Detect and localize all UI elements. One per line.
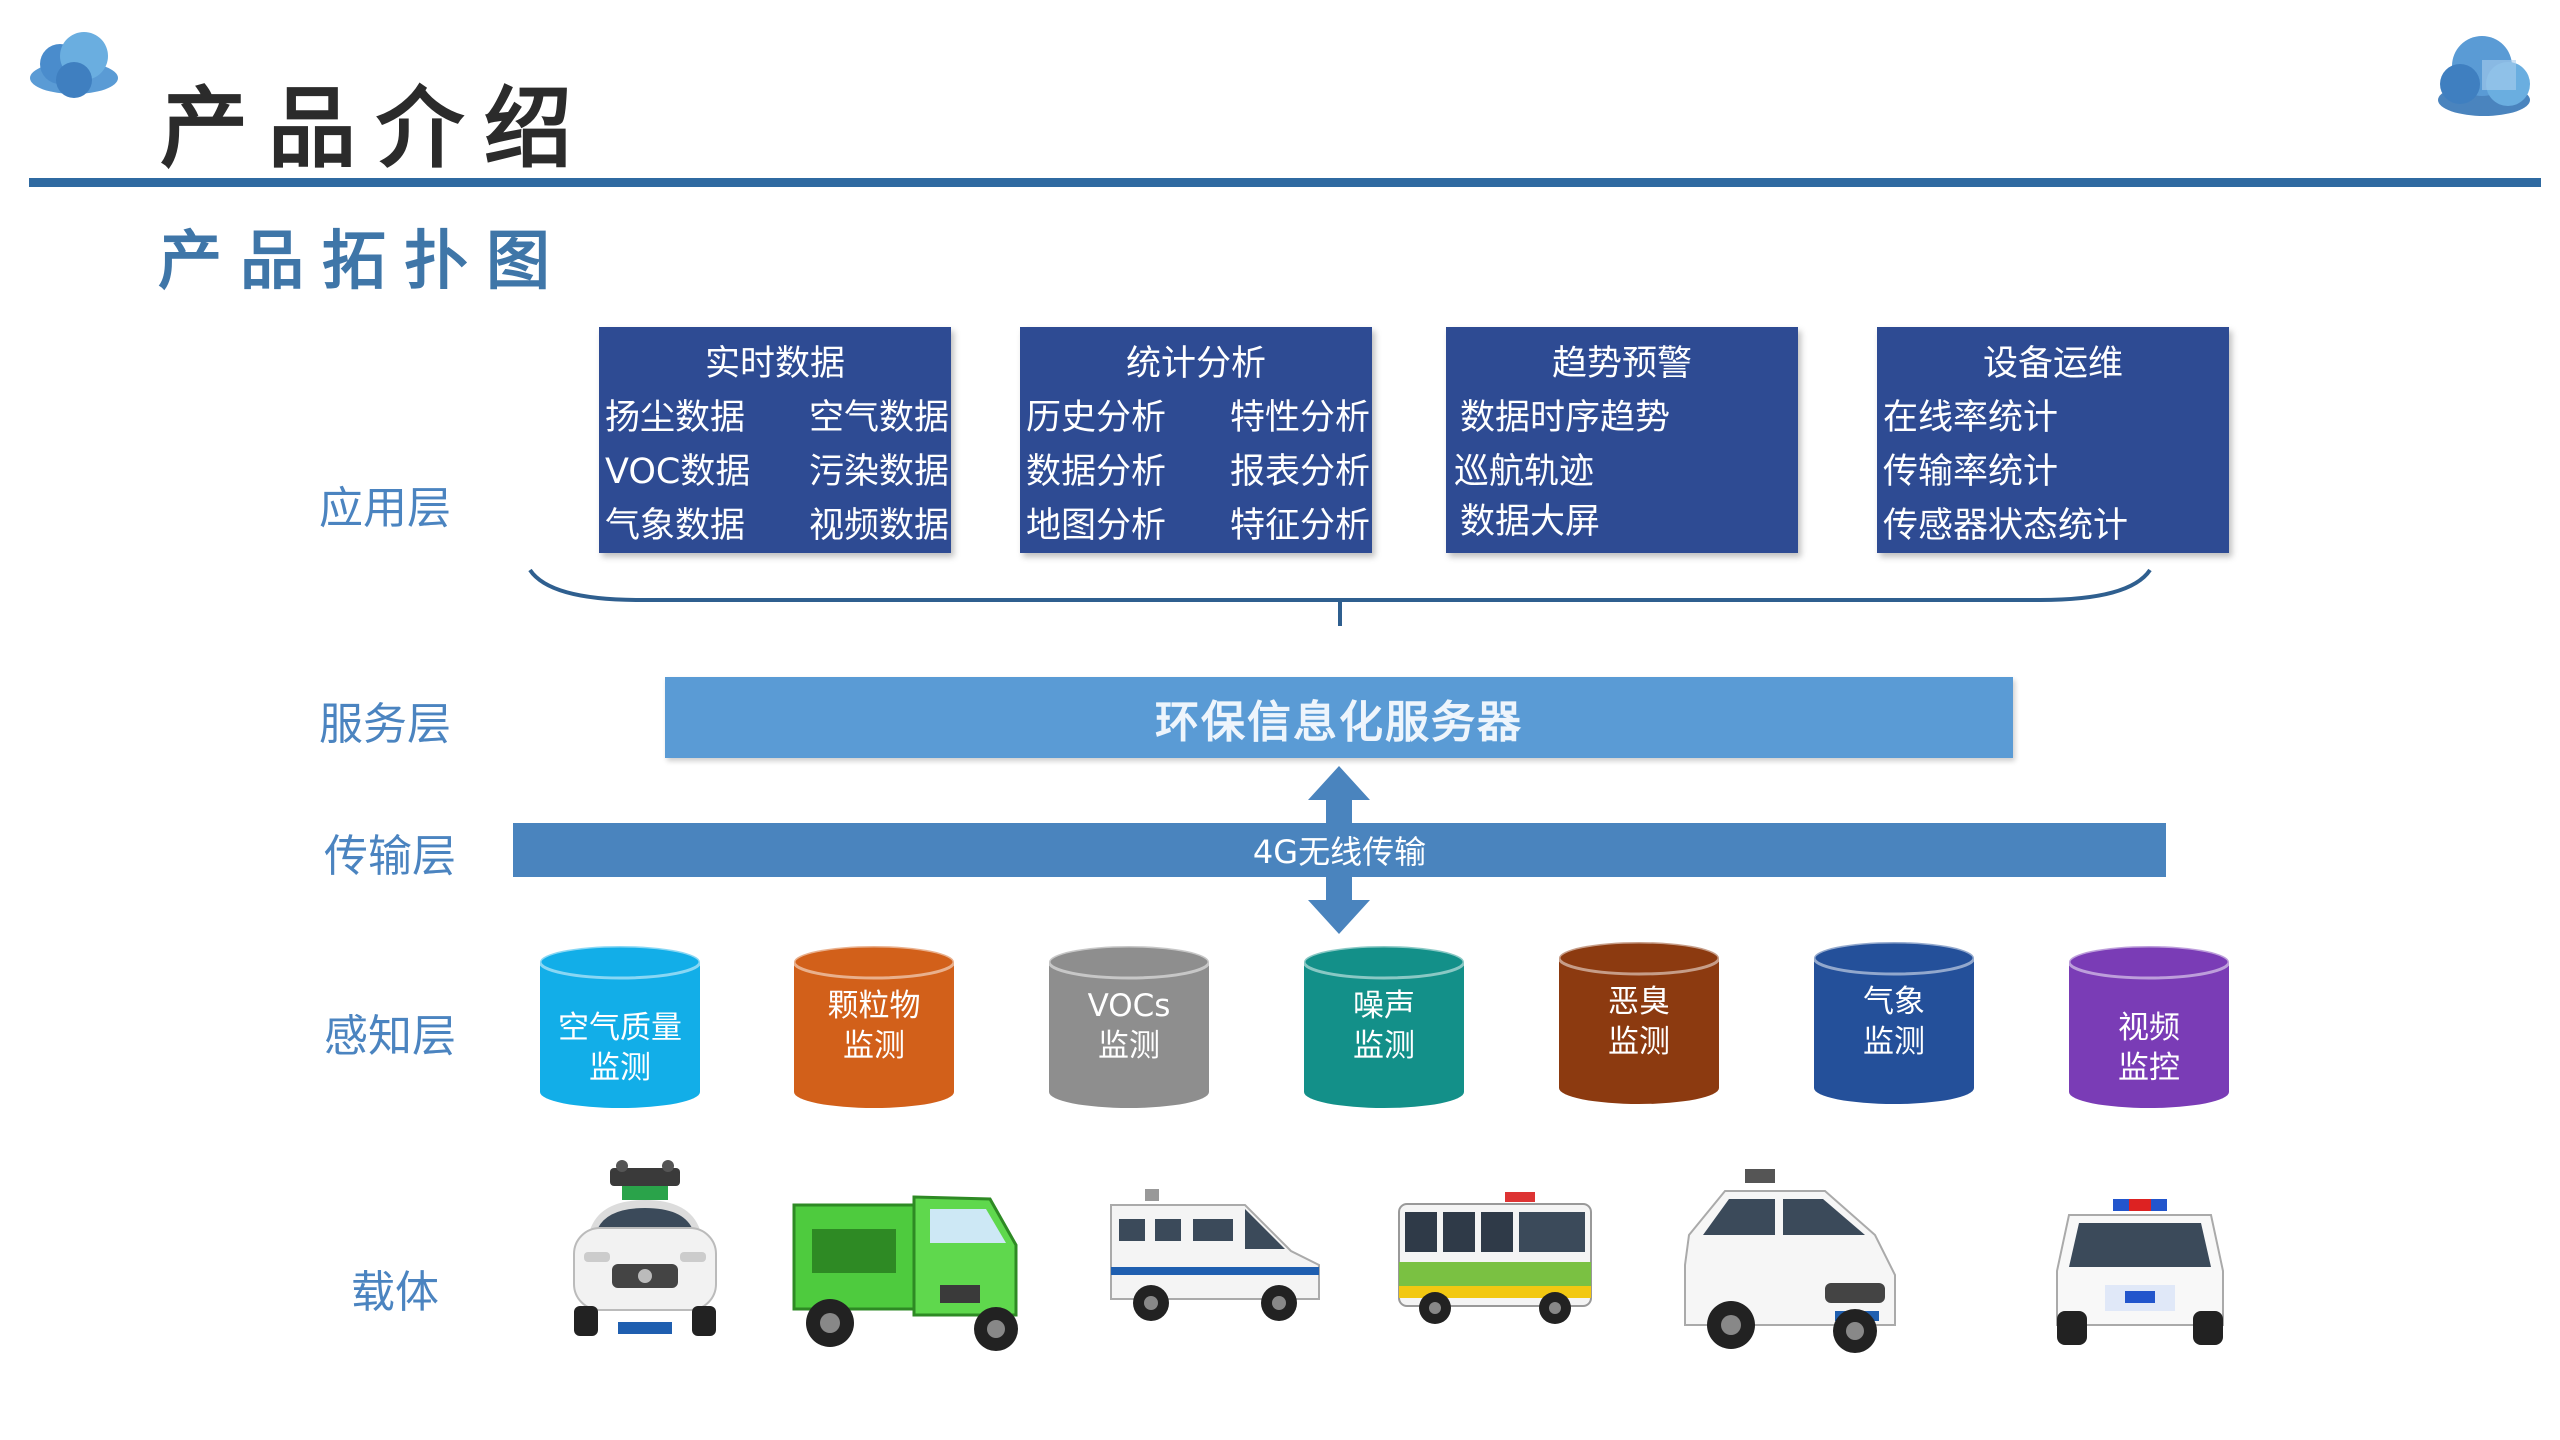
ambulance-van-icon: [1110, 1189, 1320, 1321]
cylinder-shape: [2067, 944, 2231, 1108]
sensor-label-line2: 监测: [843, 1028, 905, 1064]
sensor-label-line1: 视频: [2118, 1010, 2180, 1046]
suv-icon: [573, 1160, 717, 1336]
sensor-cylinder-air-quality: 空气质量 监测: [538, 944, 702, 1110]
sensor-cylinder-particulate: 颗粒物 监测: [792, 944, 956, 1110]
app-item: 传输率统计: [1883, 452, 2059, 492]
page-subtitle: 产品拓扑图: [158, 225, 568, 299]
sensor-cylinder-odor: 恶臭 监测: [1557, 940, 1721, 1106]
app-item: 地图分析: [1026, 506, 1167, 546]
layer-label-service: 服务层: [319, 699, 451, 750]
cylinder-shape: [538, 944, 702, 1108]
app-item: VOC数据: [605, 452, 751, 492]
app-item: 数据分析: [1026, 452, 1167, 492]
sensor-label: 颗粒物 监测: [792, 986, 956, 1066]
app-item: 在线率统计: [1883, 398, 2059, 438]
cylinder-shape: [1047, 944, 1211, 1108]
patrol-cart-icon: [2056, 1199, 2224, 1345]
layer-label-application: 应用层: [319, 483, 451, 534]
title-divider: [29, 178, 2541, 187]
app-box-realtime: 实时数据 扬尘数据 空气数据 VOC数据 污染数据 气象数据 视频数据: [599, 327, 951, 553]
app-item: 污染数据: [809, 452, 950, 492]
layer-label-perception: 感知层: [324, 1011, 456, 1062]
app-item: 特性分析: [1230, 398, 1371, 438]
server-bar: 环保信息化服务器: [665, 677, 2013, 758]
app-item: 气象数据: [605, 506, 746, 546]
sensor-label-line1: 噪声: [1353, 988, 1415, 1024]
cylinder-shape: [1302, 944, 1466, 1108]
sensor-cylinder-video: 视频 监控: [2067, 944, 2231, 1110]
app-box-title: 趋势预警: [1551, 344, 1692, 384]
app-item: 数据时序趋势: [1460, 398, 1671, 438]
layer-label-transport: 传输层: [324, 831, 456, 882]
bus-icon: [1398, 1192, 1592, 1324]
app-item: 扬尘数据: [605, 398, 746, 438]
sensor-label-line2: 监测: [1098, 1028, 1160, 1064]
page-title: 产品介绍: [160, 77, 593, 180]
sensor-label: 空气质量 监测: [538, 1008, 702, 1088]
sensor-label-line1: 恶臭: [1608, 984, 1670, 1020]
app-item: 传感器状态统计: [1883, 506, 2129, 546]
sensor-label: 气象 监测: [1812, 982, 1976, 1062]
application-brace: [528, 568, 2152, 626]
sensor-label: 噪声 监测: [1302, 986, 1466, 1066]
app-item: 报表分析: [1230, 452, 1371, 492]
cylinder-shape: [1557, 940, 1721, 1104]
sensor-label: 视频 监控: [2067, 1008, 2231, 1088]
app-item: 空气数据: [809, 398, 950, 438]
app-box-title: 实时数据: [704, 344, 845, 384]
sensor-label-line2: 监测: [589, 1050, 651, 1086]
sensor-label-line1: VOCs: [1087, 988, 1171, 1024]
sensor-cylinder-vocs: VOCs 监测: [1047, 944, 1211, 1110]
cylinder-shape: [1812, 940, 1976, 1104]
cloud-icon: [2438, 36, 2530, 116]
sensor-label: 恶臭 监测: [1557, 982, 1721, 1062]
cloud-icon: [30, 32, 118, 98]
electric-tricycle-icon: [792, 1195, 1018, 1351]
sensor-label-line2: 监测: [1608, 1024, 1670, 1060]
transport-bar: 4G无线传输: [513, 823, 2166, 877]
sensor-cylinder-noise: 噪声 监测: [1302, 944, 1466, 1110]
sensor-label: VOCs 监测: [1047, 986, 1211, 1066]
app-box-title: 统计分析: [1125, 344, 1266, 384]
layer-label-carrier: 载体: [351, 1267, 439, 1318]
minivan-icon: [1684, 1169, 1896, 1353]
app-item: 数据大屏: [1460, 502, 1601, 542]
sensor-label-line2: 监测: [1863, 1024, 1925, 1060]
app-item: 巡航轨迹: [1454, 452, 1595, 492]
app-box-title: 设备运维: [1982, 344, 2123, 384]
app-box-device-maintenance: 设备运维 在线率统计 传输率统计 传感器状态统计: [1877, 327, 2229, 553]
sensor-label-line1: 空气质量: [558, 1010, 682, 1046]
sensor-label-line2: 监控: [2118, 1050, 2180, 1086]
app-item: 特征分析: [1230, 506, 1371, 546]
sensor-label-line1: 气象: [1863, 984, 1925, 1020]
app-item: 历史分析: [1026, 398, 1167, 438]
sensor-label-line1: 颗粒物: [827, 988, 921, 1024]
sensor-cylinder-weather: 气象 监测: [1812, 940, 1976, 1106]
sensor-label-line2: 监测: [1353, 1028, 1415, 1064]
cylinder-shape: [792, 944, 956, 1108]
app-item: 视频数据: [809, 506, 950, 546]
app-box-statistics: 统计分析 历史分析 特性分析 数据分析 报表分析 地图分析 特征分析: [1020, 327, 1372, 553]
app-box-trend-warning: 趋势预警 数据时序趋势 巡航轨迹 数据大屏: [1446, 327, 1798, 553]
